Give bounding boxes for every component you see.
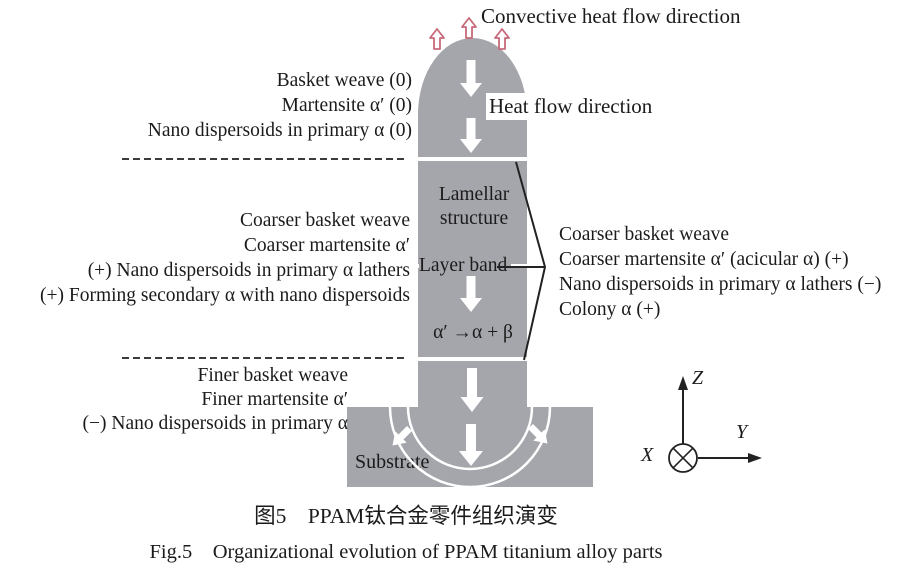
x-cross-line <box>672 447 694 469</box>
zone-top-line: Nano dispersoids in primary α (0) <box>147 120 412 141</box>
convective-heat-flow-label: Convective heat flow direction <box>481 4 741 28</box>
zone-bottom-line: (−) Nano dispersoids in primary α <box>82 413 348 434</box>
zone-dashed-line-top <box>122 158 408 160</box>
y-axis-label: Y <box>736 421 748 443</box>
z-axis-label: Z <box>692 367 704 389</box>
figure-caption: 图5 PPAM钛合金零件组织演变 Fig.5 Organizational ev… <box>0 501 812 567</box>
caption-chinese: 图5 PPAM钛合金零件组织演变 <box>254 504 558 528</box>
zone-middle-line: (+) Forming secondary α with nano disper… <box>40 285 410 306</box>
zone-middle-line: (+) Nano dispersoids in primary α lather… <box>87 260 410 281</box>
zone-middle-line: Coarser basket weave <box>239 210 410 231</box>
diagonal-arrow-left-icon <box>392 426 412 446</box>
zone-top-line: Basket weave (0) <box>276 70 412 91</box>
annotation-line: Coarser martensite α′ (acicular α) (+) <box>559 249 849 270</box>
annotation-line: Nano dispersoids in primary α lathers (−… <box>559 274 882 295</box>
x-axis-label: X <box>641 444 654 466</box>
layer-band-annotation-block: Coarser basket weave Coarser martensite … <box>559 222 881 322</box>
convective-arrows <box>429 17 510 50</box>
annotation-line: Coarser basket weave <box>559 224 730 245</box>
coordinate-axes <box>668 376 762 473</box>
zone-bottom-line: Finer basket weave <box>197 365 348 386</box>
up-arrow-outline-icon <box>429 28 445 50</box>
down-arrow-icon <box>460 368 484 412</box>
zone-bottom-line: Finer martensite α′ <box>201 389 348 410</box>
down-arrow-icon <box>460 60 482 97</box>
up-arrow-outline-icon <box>494 28 510 50</box>
substrate-label: Substrate <box>355 451 430 473</box>
column-divider-top <box>418 157 527 161</box>
heat-flow-arrows <box>392 60 548 466</box>
zone-dashed-line-bottom <box>122 357 406 359</box>
bracket-lines <box>515 161 547 361</box>
lamellar-structure-label: Lamellar structure <box>438 184 510 229</box>
zone-middle-text-block: Coarser basket weave Coarser martensite … <box>0 208 410 308</box>
layer-band-bracket <box>497 161 547 361</box>
z-axis-arrowhead <box>678 376 688 390</box>
zone-bottom-text-block: Finer basket weave Finer martensite α′ (… <box>40 364 348 436</box>
zone-middle-line: Coarser martensite α′ <box>243 235 410 256</box>
up-arrow-outline-icon <box>461 17 477 39</box>
zone-top-line: Martensite α′ (0) <box>281 95 412 116</box>
column-divider-bottom <box>418 357 527 361</box>
diagonal-arrow-right-icon <box>528 424 548 444</box>
heat-flow-direction-label: Heat flow direction <box>486 93 656 120</box>
annotation-line: Colony α (+) <box>559 299 661 320</box>
down-arrow-icon <box>459 424 483 466</box>
down-arrow-icon <box>460 276 482 312</box>
down-arrow-icon <box>460 118 482 153</box>
caption-english: Fig.5 Organizational evolution of PPAM t… <box>149 541 663 563</box>
zone-top-text-block: Basket weave (0) Martensite α′ (0) Nano … <box>60 68 412 143</box>
inner-arc <box>406 406 534 471</box>
layer-band-label: Layer band <box>419 255 512 277</box>
y-axis-arrowhead <box>748 453 762 463</box>
phase-transformation-label: α′ →α + β <box>433 322 513 343</box>
